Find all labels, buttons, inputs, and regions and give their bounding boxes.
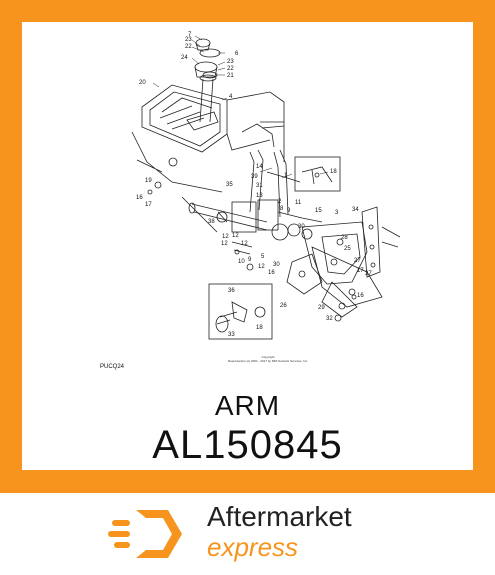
callout: 12 — [221, 241, 228, 247]
callout: 24 — [181, 55, 188, 61]
callout: 20 — [139, 80, 146, 86]
callout: 21 — [227, 73, 234, 79]
callout: 16 — [357, 293, 364, 299]
callout: 2 — [278, 199, 282, 205]
callout: 9 — [287, 208, 291, 214]
diagram-code: PUCQ24 — [100, 364, 125, 370]
callout: 25 — [344, 246, 351, 252]
callout: 7 — [188, 32, 192, 38]
part-name: ARM — [214, 390, 281, 421]
callout: 22 — [227, 66, 234, 72]
callout: 18 — [330, 169, 337, 175]
callout: 12 — [232, 233, 239, 239]
callout: 28 — [341, 235, 348, 241]
callout: 12 — [258, 264, 265, 270]
callout: 12 — [241, 241, 248, 247]
callout: 30 — [298, 224, 305, 230]
diagram-copyright: Copyright Reproduction (c) 2001 - 2017 b… — [227, 355, 309, 363]
callout: 5 — [261, 254, 265, 260]
callout: 27 — [354, 258, 361, 264]
orange-frame: 7 23 22 6 24 23 22 21 20 4 14 1 39 35 31… — [0, 0, 495, 493]
brand-footer: Aftermarket express — [0, 493, 495, 575]
callout: 17 — [145, 202, 152, 208]
callout: 26 — [280, 303, 287, 309]
callout: 16 — [136, 195, 143, 201]
callout: 34 — [352, 207, 359, 213]
callout: 32 — [326, 316, 333, 322]
callout: 14 — [256, 164, 263, 170]
callout: 9 — [248, 257, 252, 263]
callout: 18 — [256, 325, 263, 331]
brand-name-line2: express — [207, 532, 299, 562]
callout: 39 — [251, 174, 258, 180]
callout: 11 — [295, 200, 302, 206]
part-number: AL150845 — [152, 423, 343, 467]
callout: 29 — [318, 305, 325, 311]
callout: 4 — [229, 94, 233, 100]
callout: 37 — [365, 271, 372, 277]
callout: 13 — [256, 193, 263, 199]
callout: 3 — [335, 210, 339, 216]
callout: 1 — [284, 173, 288, 179]
callout: 31 — [256, 183, 263, 189]
callout: 38 — [208, 219, 215, 225]
callout: 33 — [228, 332, 235, 338]
callout: 6 — [235, 51, 239, 57]
callout: 36 — [228, 288, 235, 294]
product-panel: 7 23 22 6 24 23 22 21 20 4 14 1 39 35 31… — [22, 22, 473, 470]
callout: 16 — [268, 270, 275, 276]
callout: 12 — [222, 234, 229, 240]
brand-name-line1: Aftermarket — [207, 501, 352, 532]
callout: 17 — [357, 268, 364, 274]
callout: 15 — [315, 208, 322, 214]
parts-diagram-drawing — [131, 35, 401, 340]
callout: 35 — [226, 182, 233, 188]
callout: 22 — [185, 44, 192, 50]
callout: 19 — [145, 178, 152, 184]
aftermarket-express-logo-icon — [108, 510, 182, 558]
callout: 8 — [280, 206, 284, 212]
callout: 23 — [185, 37, 192, 43]
callout: 23 — [227, 59, 234, 65]
callout: 10 — [238, 259, 245, 265]
parts-diagram: 7 23 22 6 24 23 22 21 20 4 14 1 39 35 31… — [22, 22, 473, 382]
callout: 30 — [273, 262, 280, 268]
